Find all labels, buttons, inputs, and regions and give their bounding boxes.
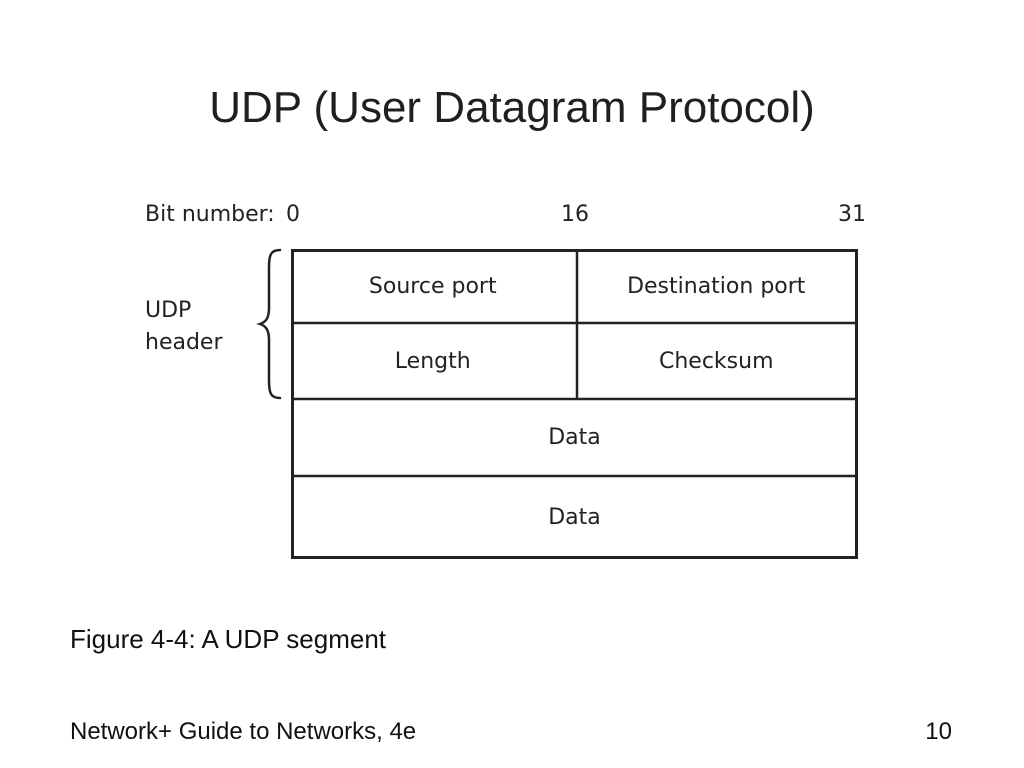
slide-page-number: 10 — [925, 718, 952, 745]
slide-title: UDP (User Datagram Protocol) — [209, 83, 815, 132]
figure-caption: Figure 4-4: A UDP segment — [70, 624, 387, 654]
bit-marker-0: 0 — [286, 202, 300, 227]
source-port-field: Source port — [368, 273, 497, 299]
data-field-2: Data — [548, 505, 601, 530]
udp-header-label: UDP header — [145, 298, 223, 355]
bit-number-label: Bit number: — [145, 202, 275, 227]
udp-segment-table: Source port Destination port Length Chec… — [291, 249, 858, 559]
data-row-1: Data — [291, 399, 858, 476]
length-field: Length — [394, 348, 471, 374]
header-row-length-checksum: Length Checksum — [291, 323, 858, 399]
footer-book-title: Network+ Guide to Networks, 4e — [70, 718, 417, 745]
data-field-1: Data — [548, 425, 601, 450]
header-row-ports: Source port Destination port — [291, 249, 858, 323]
header-brace-icon — [256, 248, 282, 400]
bit-marker-31: 31 — [838, 202, 866, 227]
destination-port-field: Destination port — [627, 273, 806, 299]
data-row-2: Data — [291, 476, 858, 559]
bit-marker-16: 16 — [561, 202, 589, 227]
checksum-field: Checksum — [658, 348, 774, 374]
